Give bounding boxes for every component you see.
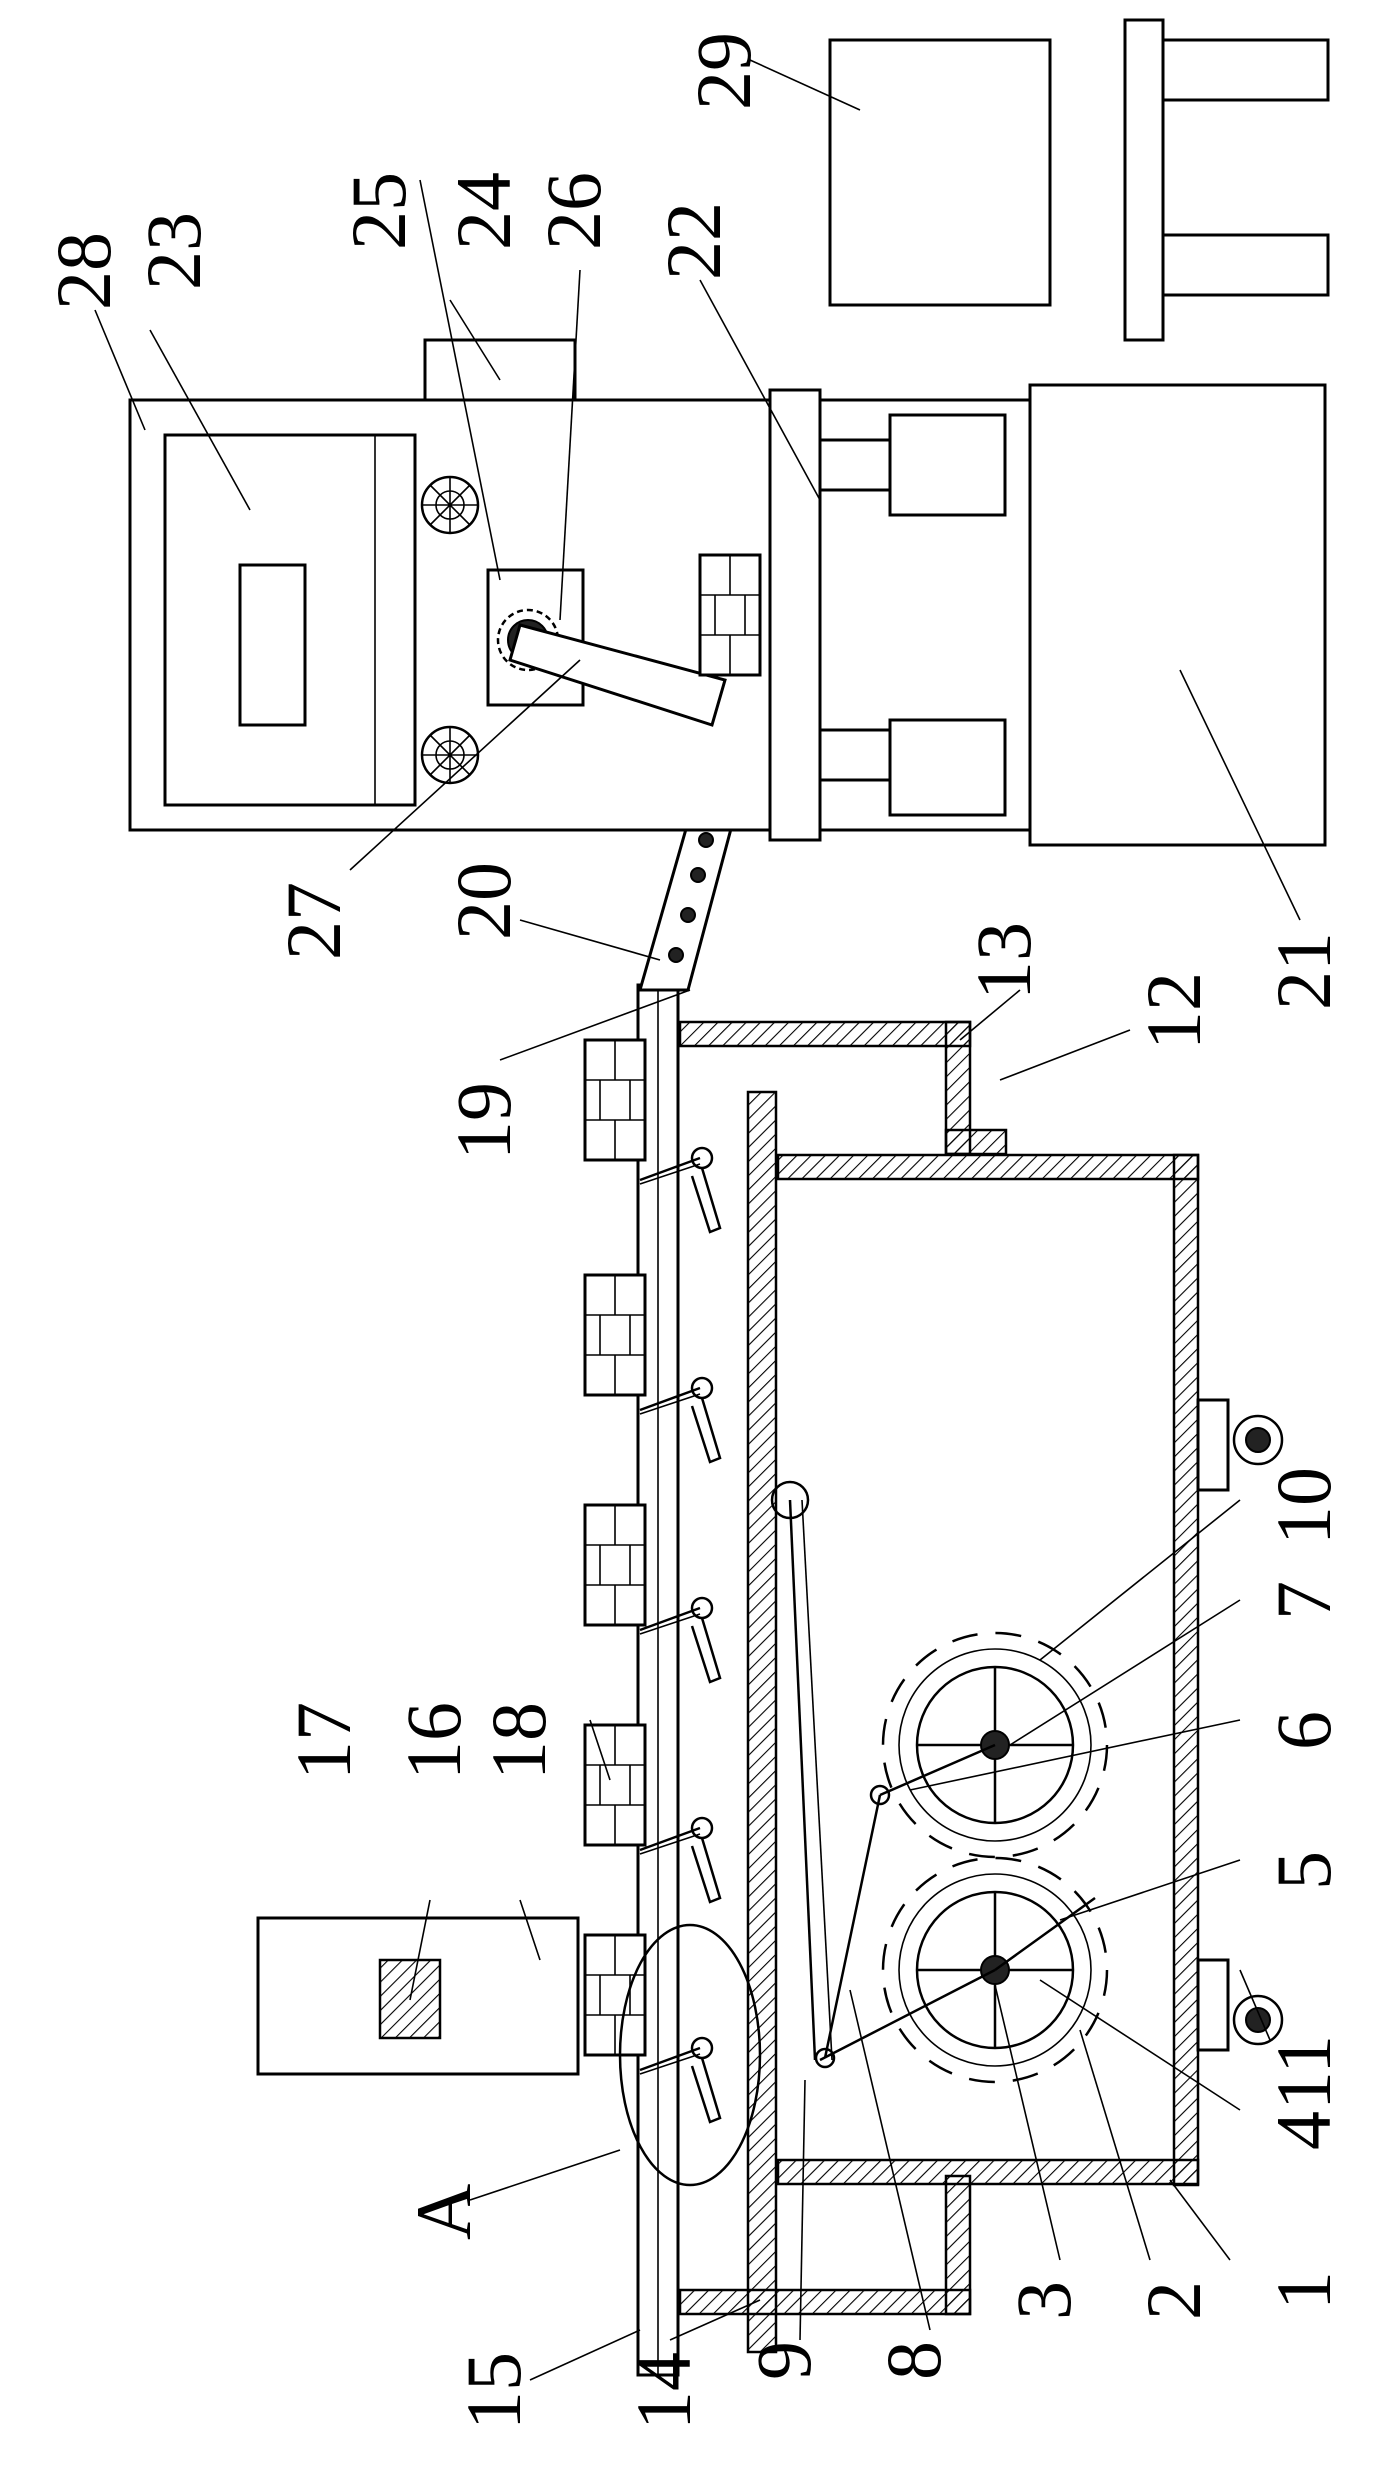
label-24: 24 — [440, 172, 527, 250]
label-13: 13 — [960, 922, 1047, 1000]
part-9-link — [788, 1499, 817, 2061]
label-25: 25 — [335, 172, 422, 250]
label-11: 11 — [1260, 2035, 1347, 2110]
part-6-crank — [879, 1743, 996, 1797]
label-10: 10 — [1260, 1467, 1347, 1545]
label-18: 18 — [475, 1702, 562, 1780]
leader-lines — [94, 59, 1301, 2381]
upper-machine — [128, 18, 1330, 847]
part-10-wheel — [1232, 1414, 1284, 1466]
label-A: A — [400, 2184, 487, 2240]
part-5-crank — [994, 1896, 1096, 1972]
label-20: 20 — [440, 862, 527, 940]
label-9: 9 — [740, 2341, 827, 2380]
label-29: 29 — [680, 32, 767, 110]
part-29-unit — [828, 38, 1052, 307]
label-6: 6 — [1260, 1711, 1347, 1750]
label-2: 2 — [1130, 2281, 1217, 2320]
part-1-body — [776, 1153, 1200, 1181]
part-13-frame — [678, 1020, 972, 1048]
part-14-plate — [746, 1090, 778, 2354]
label-5: 5 — [1260, 1851, 1347, 1890]
label-7: 7 — [1260, 1581, 1347, 1620]
label-15: 15 — [450, 2352, 537, 2430]
part-12-bracket — [944, 1128, 1008, 1156]
label-21: 21 — [1260, 932, 1347, 1010]
label-12: 12 — [1130, 972, 1217, 1050]
part-21-base — [1028, 383, 1327, 847]
label-1: 1 — [1260, 2271, 1347, 2310]
label-8: 8 — [870, 2341, 957, 2380]
label-3: 3 — [1000, 2281, 1087, 2320]
label-19: 19 — [440, 1082, 527, 1160]
label-17: 17 — [280, 1702, 367, 1780]
part-22-column — [768, 388, 822, 842]
label-22: 22 — [650, 202, 737, 280]
part-27-arm — [508, 623, 727, 727]
label-26: 26 — [530, 172, 617, 250]
label-23: 23 — [130, 212, 217, 290]
label-28: 28 — [40, 232, 127, 310]
label-27: 27 — [270, 882, 357, 960]
part-24-unit — [423, 338, 577, 402]
part-8-link — [823, 1794, 882, 2059]
label-16: 16 — [390, 1702, 477, 1780]
lower-machine — [256, 708, 1284, 2377]
labels: 1 2 3 4 5 6 7 8 9 10 11 12 13 14 15 16 1… — [40, 32, 1347, 2430]
label-14: 14 — [620, 2352, 707, 2430]
label-4: 4 — [1260, 2111, 1347, 2150]
